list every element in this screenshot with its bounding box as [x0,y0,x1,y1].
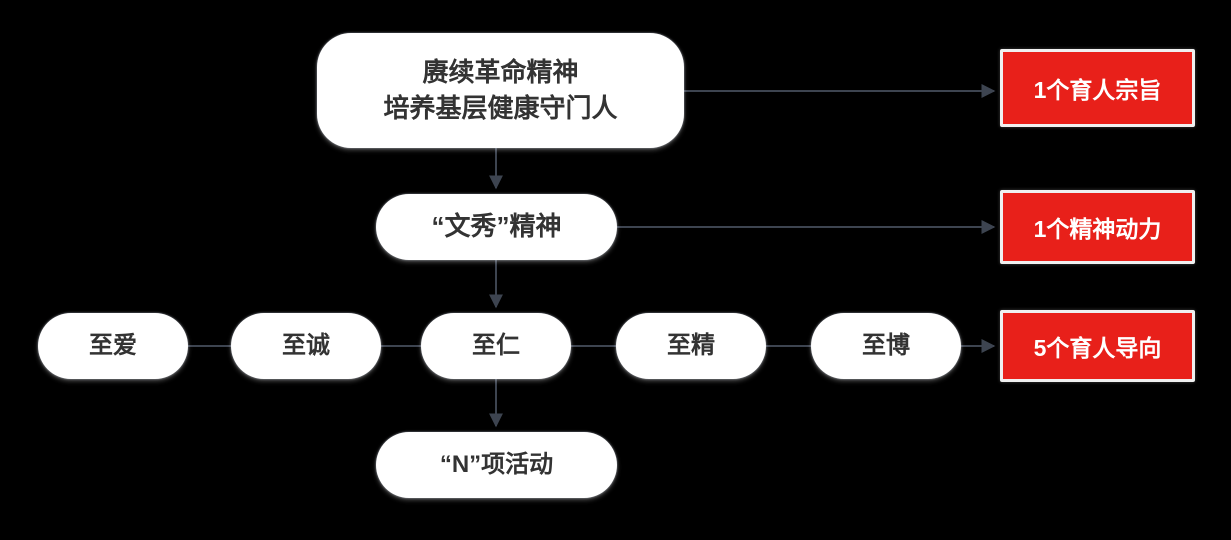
node-n-activities-label: “N”项活动 [439,450,554,478]
node-orientation-zhicheng-label: 至诚 [282,331,330,359]
node-orientation-zhiren[interactable]: 至仁 [421,313,571,379]
callout-spiritual-motivation[interactable]: 1个精神动力 [1000,190,1195,264]
node-orientation-zhiai[interactable]: 至爱 [38,313,188,379]
callout-education-orientations-label: 5个育人导向 [1033,335,1162,361]
node-orientation-zhiai-label: 至爱 [89,331,137,359]
node-mission-statement[interactable]: 赓续革命精神 培养基层健康守门人 [317,33,684,148]
node-orientation-zhibo-label: 至博 [862,331,910,359]
node-mission-statement-line1: 赓续革命精神 [422,57,579,88]
node-orientation-zhijing-label: 至精 [667,331,715,359]
node-n-activities[interactable]: “N”项活动 [376,432,617,498]
node-mission-statement-text: 赓续革命精神 培养基层健康守门人 [369,55,631,125]
node-wenxiu-spirit-label: “文秀”精神 [431,211,562,242]
node-orientation-zhijing[interactable]: 至精 [616,313,766,379]
callout-education-purpose[interactable]: 1个育人宗旨 [1000,49,1195,127]
node-mission-statement-line2: 培养基层健康守门人 [383,92,618,123]
node-orientation-zhibo[interactable]: 至博 [811,313,961,379]
node-orientation-zhiren-label: 至仁 [472,331,520,359]
node-wenxiu-spirit[interactable]: “文秀”精神 [376,194,617,260]
callout-spiritual-motivation-label: 1个精神动力 [1033,216,1162,242]
callout-education-orientations[interactable]: 5个育人导向 [1000,310,1195,382]
node-orientation-zhicheng[interactable]: 至诚 [231,313,381,379]
callout-education-purpose-label: 1个育人宗旨 [1033,77,1162,103]
